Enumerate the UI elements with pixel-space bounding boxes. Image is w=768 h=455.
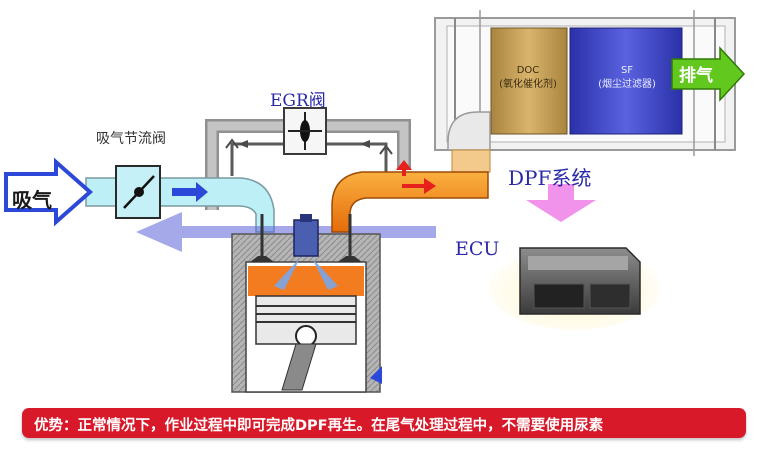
fuel-injector-icon	[293, 219, 319, 257]
sf-block	[569, 27, 683, 135]
flow-arrow-icon	[172, 182, 208, 202]
sf-label: SF (烟尘过滤器)	[573, 64, 681, 92]
intake-label: 吸气	[12, 188, 52, 212]
throttle-valve-icon	[115, 165, 161, 219]
doc-subtitle: (氧化催化剂)	[499, 79, 557, 90]
exhaust-label: 排气	[679, 66, 713, 86]
ecu-unit-icon	[489, 246, 661, 330]
advantage-banner: 优势：正常情况下，作业过程中即可完成DPF再生。在尾气处理过程中，不需要使用尿素	[22, 408, 746, 438]
doc-label: DOC (氧化催化剂)	[492, 64, 564, 92]
throttle-valve-label: 吸气节流阀	[96, 131, 166, 147]
exhaust-arrow-icon	[671, 46, 746, 102]
egr-valve-label: EGR阀	[270, 91, 326, 111]
egr-valve-icon	[283, 107, 327, 155]
sf-title: SF	[620, 65, 634, 76]
ecu-label: ECU	[455, 238, 500, 260]
intake-arrow-icon	[4, 157, 94, 227]
dpf-housing	[434, 10, 736, 173]
doc-block	[490, 27, 568, 135]
recirc-flow-arrow	[136, 212, 436, 252]
exhaust-pipe	[331, 160, 489, 233]
engine-cylinder	[231, 214, 382, 393]
sf-subtitle: (烟尘过滤器)	[598, 79, 656, 90]
dpf-flow-arrow	[526, 184, 596, 222]
advantage-text: 优势：正常情况下，作业过程中即可完成DPF再生。在尾气处理过程中，不需要使用尿素	[34, 418, 604, 434]
doc-title: DOC	[516, 65, 540, 76]
dpf-system-label: DPF系统	[508, 166, 592, 190]
